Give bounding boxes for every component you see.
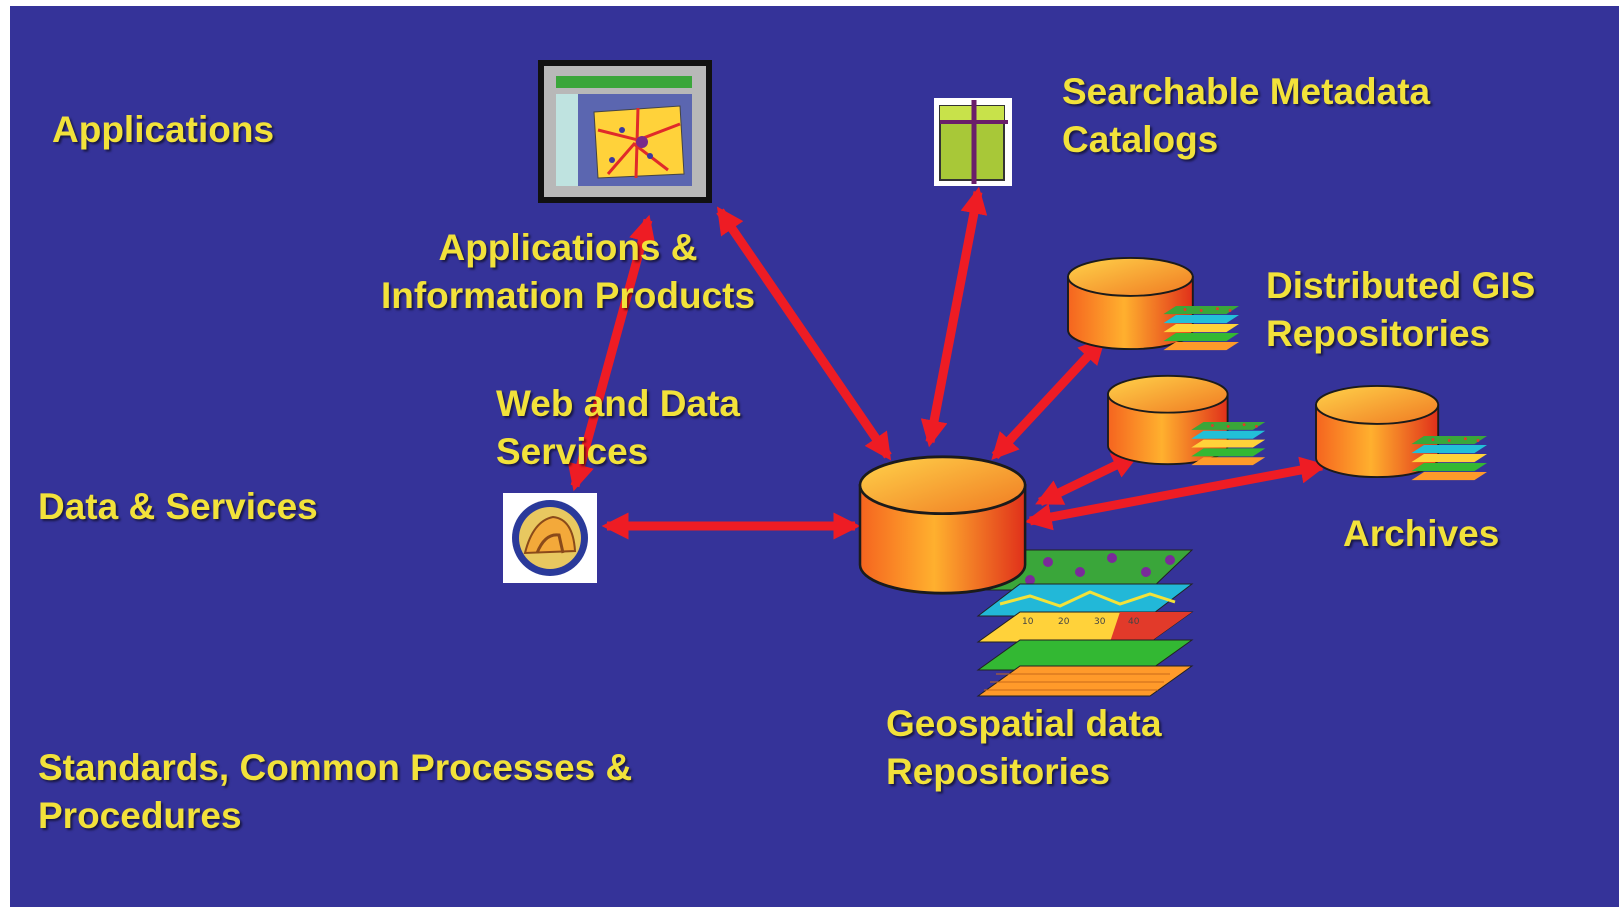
node-label-geospatial-repos-line2: Repositories xyxy=(886,751,1111,792)
arrow-archives-to-geospatial xyxy=(1024,456,1328,531)
node-label-web-data-services-line2: Services xyxy=(496,431,649,472)
layer-tick-label: 20 xyxy=(1058,617,1070,627)
node-label-metadata-catalogs-line2: Catalogs xyxy=(1062,119,1219,160)
layer-label-applications-text: Applications xyxy=(52,109,275,150)
node-label-distributed-gis-line1: Distributed GIS xyxy=(1266,265,1536,306)
node-label-archives: Archives xyxy=(1343,510,1499,558)
arrow-distributed-to-geospatial xyxy=(991,337,1106,460)
distributed-gis-cylinder xyxy=(1067,256,1239,351)
node-label-web-data-services: Web and Data Services xyxy=(496,380,740,476)
layer-label-data-services-text: Data & Services xyxy=(38,486,318,527)
service-globe-icon xyxy=(503,493,597,583)
layer-label-standards-line1: Standards, Common Processes & xyxy=(38,747,633,788)
connector-arrows xyxy=(567,186,1328,540)
layer-label-standards-line2: Procedures xyxy=(38,795,242,836)
catalog-book-icon xyxy=(934,98,1012,186)
geospatial-cylinder xyxy=(858,455,1027,595)
geospatial-layer-stack: 10 20 30 40 xyxy=(976,549,1194,697)
layer-tick-label: 10 xyxy=(1022,617,1034,627)
node-label-distributed-gis: Distributed GIS Repositories xyxy=(1266,262,1535,358)
layer-tick-label: 40 xyxy=(1128,617,1140,627)
diagram-canvas: 10 20 30 40 Applications Data & Services… xyxy=(10,6,1619,907)
node-label-app-products-line2: Information Products xyxy=(380,275,756,316)
arrow-app-to-web-services xyxy=(567,214,656,492)
application-window-icon xyxy=(538,60,712,203)
node-label-web-data-services-line1: Web and Data xyxy=(496,383,740,424)
arrow-app-to-geospatial xyxy=(716,206,892,461)
layer-label-standards: Standards, Common Processes & Procedures xyxy=(38,744,632,840)
layer-label-data-services: Data & Services xyxy=(38,483,318,531)
arrow-mid-repo-to-geospatial xyxy=(1035,451,1140,507)
node-label-app-products: Applications & Information Products xyxy=(368,224,768,320)
layer-tick-labels: 10 20 30 40 xyxy=(1022,617,1140,627)
node-label-app-products-line1: Applications & xyxy=(438,227,698,268)
node-label-metadata-catalogs-line1: Searchable Metadata xyxy=(1062,71,1431,112)
node-label-geospatial-repos: Geospatial data Repositories xyxy=(886,700,1162,796)
arrow-catalog-to-geospatial xyxy=(920,186,988,448)
diagram-artwork: 10 20 30 40 xyxy=(503,60,1487,697)
layer-tick-label: 30 xyxy=(1094,617,1106,627)
node-label-geospatial-repos-line1: Geospatial data xyxy=(886,703,1162,744)
middle-repository-cylinder xyxy=(1107,374,1266,466)
layer-label-applications: Applications xyxy=(52,106,274,154)
node-label-distributed-gis-line2: Repositories xyxy=(1266,313,1491,354)
node-label-archives-text: Archives xyxy=(1343,513,1500,554)
node-label-metadata-catalogs: Searchable Metadata Catalogs xyxy=(1062,68,1430,164)
archives-cylinder xyxy=(1315,384,1487,481)
